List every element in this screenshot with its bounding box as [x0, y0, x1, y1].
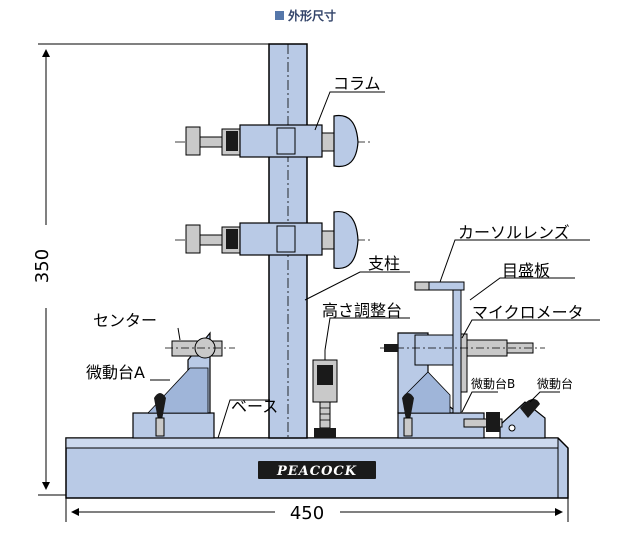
base-block: PEACOCK	[65, 437, 569, 499]
width-dimension: 450	[65, 498, 569, 524]
fine-stage-right	[463, 398, 546, 439]
diagram-heading: 外形尺寸	[275, 6, 336, 24]
label-support: 支柱	[368, 254, 400, 273]
label-fine-stage-b: 微動台B	[471, 376, 515, 391]
width-dimension-text: 450	[290, 503, 324, 524]
label-micrometer: マイクロメータ	[472, 303, 584, 322]
label-cursor-lens: カーソルレンズ	[458, 223, 570, 242]
height-dimension-text: 350	[32, 249, 53, 283]
logo-text: PEACOCK	[276, 464, 357, 479]
label-base: ベース	[231, 397, 278, 416]
leader-lines	[150, 91, 600, 439]
column-clamp-lower	[175, 210, 370, 270]
label-column: コラム	[333, 74, 381, 93]
label-center: センター	[93, 311, 157, 330]
label-height-adjuster: 高さ調整台	[322, 301, 402, 320]
label-fine-stage-a: 微動台A	[86, 363, 145, 382]
height-adjuster	[312, 350, 338, 438]
column-clamp-upper	[175, 114, 370, 168]
height-dimension: 350	[32, 43, 269, 496]
label-fine-stage: 微動台	[537, 376, 573, 391]
fine-stage-a-assembly	[132, 331, 235, 439]
heading-title: 外形尺寸	[288, 8, 337, 23]
square-bullet-icon	[275, 10, 284, 20]
label-scale-plate: 目盛板	[502, 261, 550, 280]
peacock-logo	[258, 461, 376, 479]
